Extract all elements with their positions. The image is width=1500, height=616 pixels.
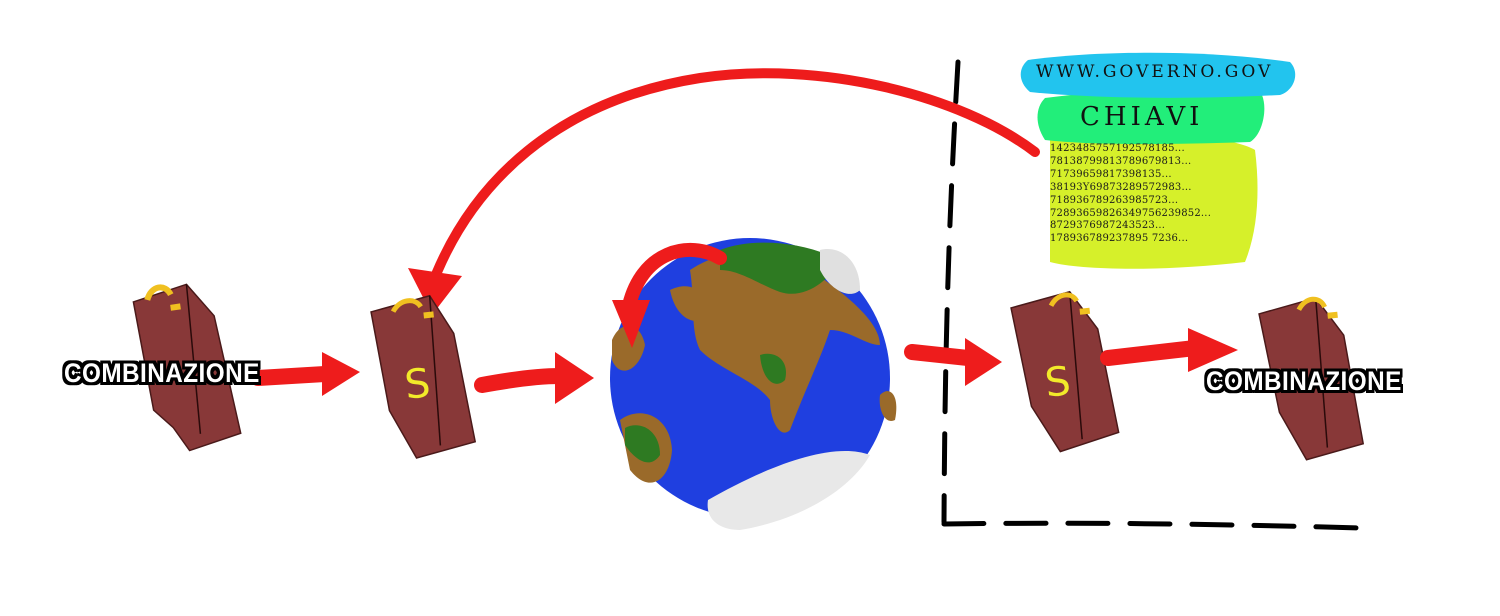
arrow-globe-to-lock (904, 338, 1002, 386)
briefcase-right (1258, 296, 1365, 461)
return-arrow (408, 68, 1040, 315)
briefcase-left (132, 283, 242, 452)
locked-briefcase-left: S (370, 294, 477, 459)
arrow-lock-to-combine (1100, 328, 1238, 372)
key-line: 7813879981378967981​3... (1050, 155, 1192, 167)
key-line: 72893659826349756239852... (1050, 207, 1212, 219)
key-line: 718936789263985723... (1050, 194, 1179, 206)
combination-label-left: COMBINAZIONE (64, 358, 260, 388)
server-url: WWW.GOVERNO.GOV (1036, 62, 1274, 82)
key-line: 8729376987243523... (1050, 220, 1166, 232)
arrow-lock-to-globe (474, 352, 594, 404)
key-line: 1423485757192578185... (1050, 143, 1185, 154)
arrow-combine-to-lock (250, 352, 360, 396)
globe (610, 238, 897, 530)
locked-briefcase-right: S (1010, 290, 1120, 453)
keys-title: CHIAVI (1080, 102, 1204, 132)
case-symbol-right: S (1043, 358, 1073, 406)
key-line: 38193Y69873289572983... (1050, 181, 1192, 193)
case-symbol: S (403, 360, 433, 408)
boundary-dashed-line (941, 59, 1363, 531)
combination-label-right: COMBINAZIONE (1206, 366, 1402, 396)
key-server (1020, 52, 1296, 269)
key-line: 178936789237895 7236... (1050, 233, 1189, 245)
keys-list: 1423485757192578185... 78138799813789679… (1050, 143, 1211, 246)
key-line: 71739659817398135... (1050, 168, 1172, 180)
